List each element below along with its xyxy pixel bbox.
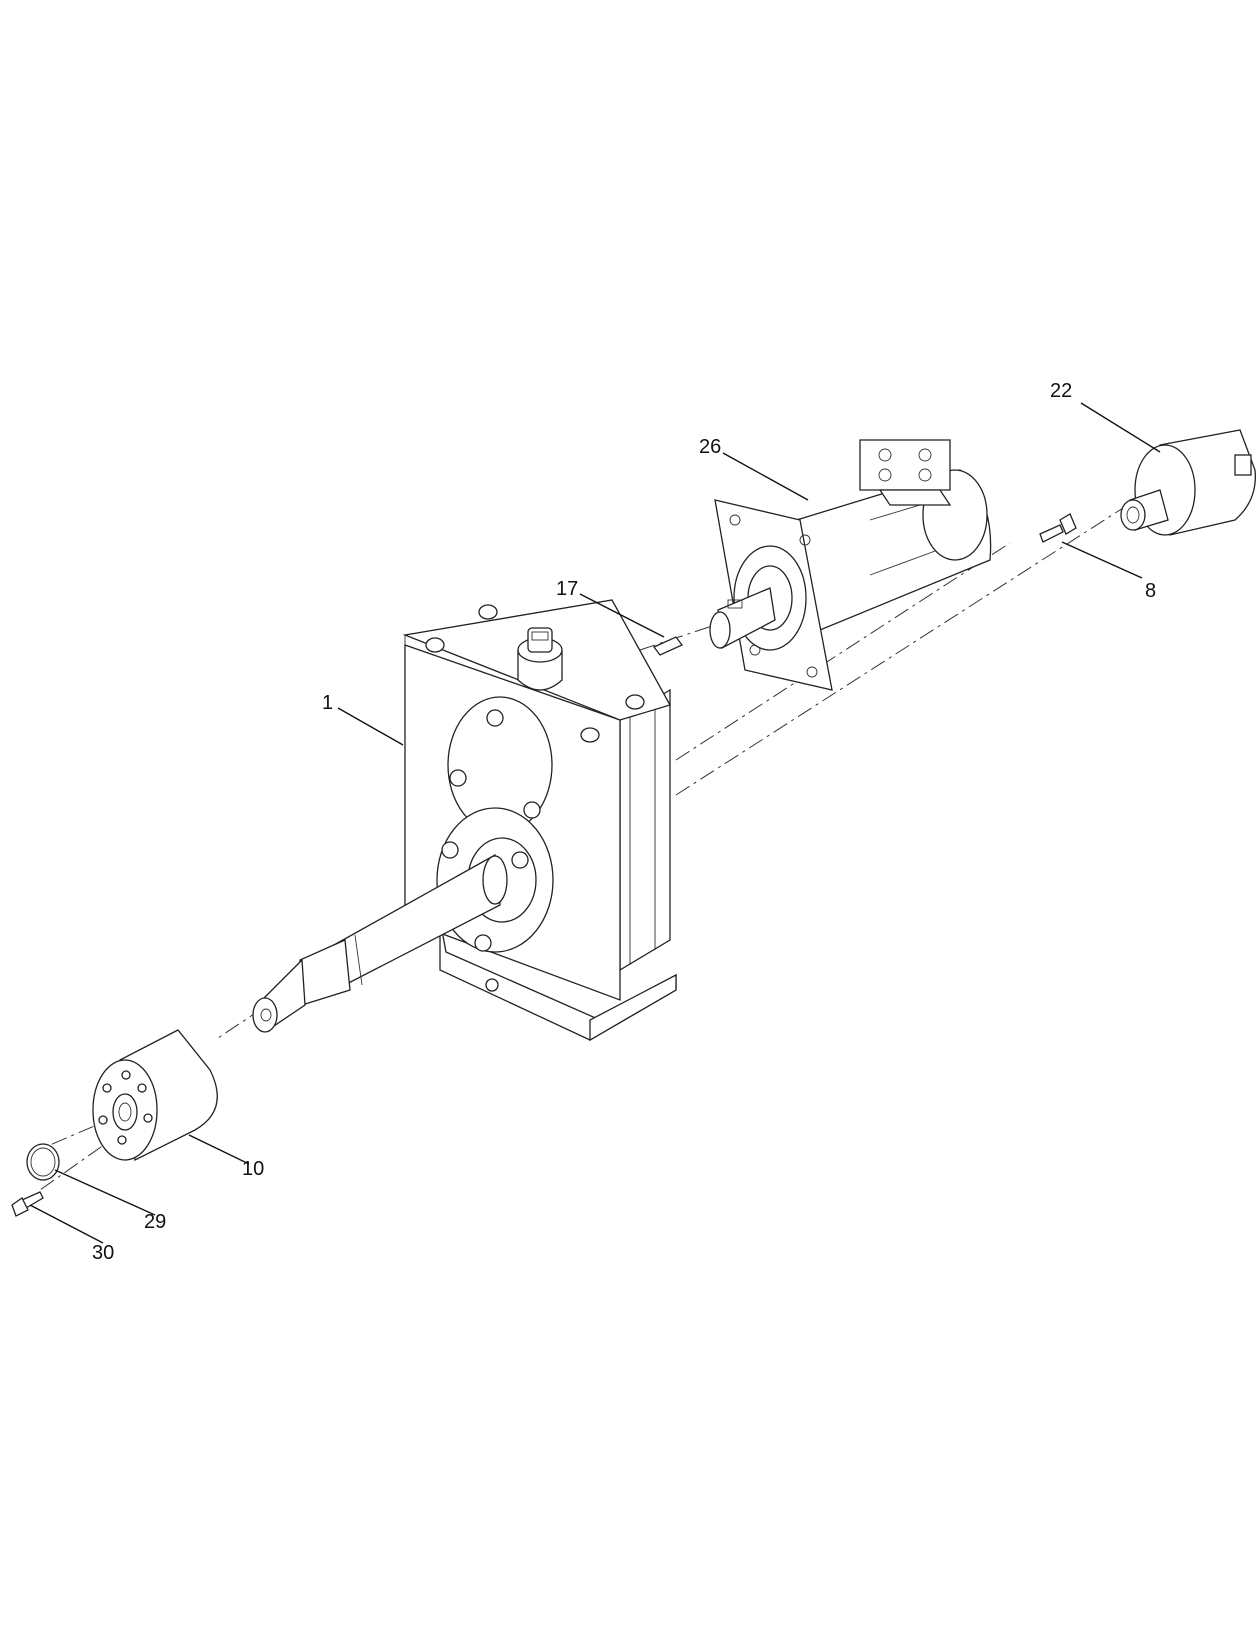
motor-bolt (1039, 513, 1077, 543)
hub-bolt (11, 1191, 44, 1217)
callout-8: 8 (1145, 580, 1157, 602)
callout-29: 29 (144, 1211, 167, 1233)
gearbox-housing (402, 599, 677, 1042)
callout-22: 22 (1050, 380, 1073, 402)
leader-lines (29, 402, 1161, 1244)
coupling (1120, 429, 1256, 536)
callout-10: 10 (242, 1158, 265, 1180)
output-shaft (252, 853, 508, 1033)
callout-1: 1 (322, 692, 334, 714)
hydraulic-motor (709, 439, 992, 691)
o-ring (26, 1143, 60, 1181)
hub (92, 1029, 218, 1161)
callout-26: 26 (699, 436, 722, 458)
callout-17: 17 (556, 578, 579, 600)
shaft-key (652, 636, 684, 656)
callout-30: 30 (92, 1242, 115, 1264)
